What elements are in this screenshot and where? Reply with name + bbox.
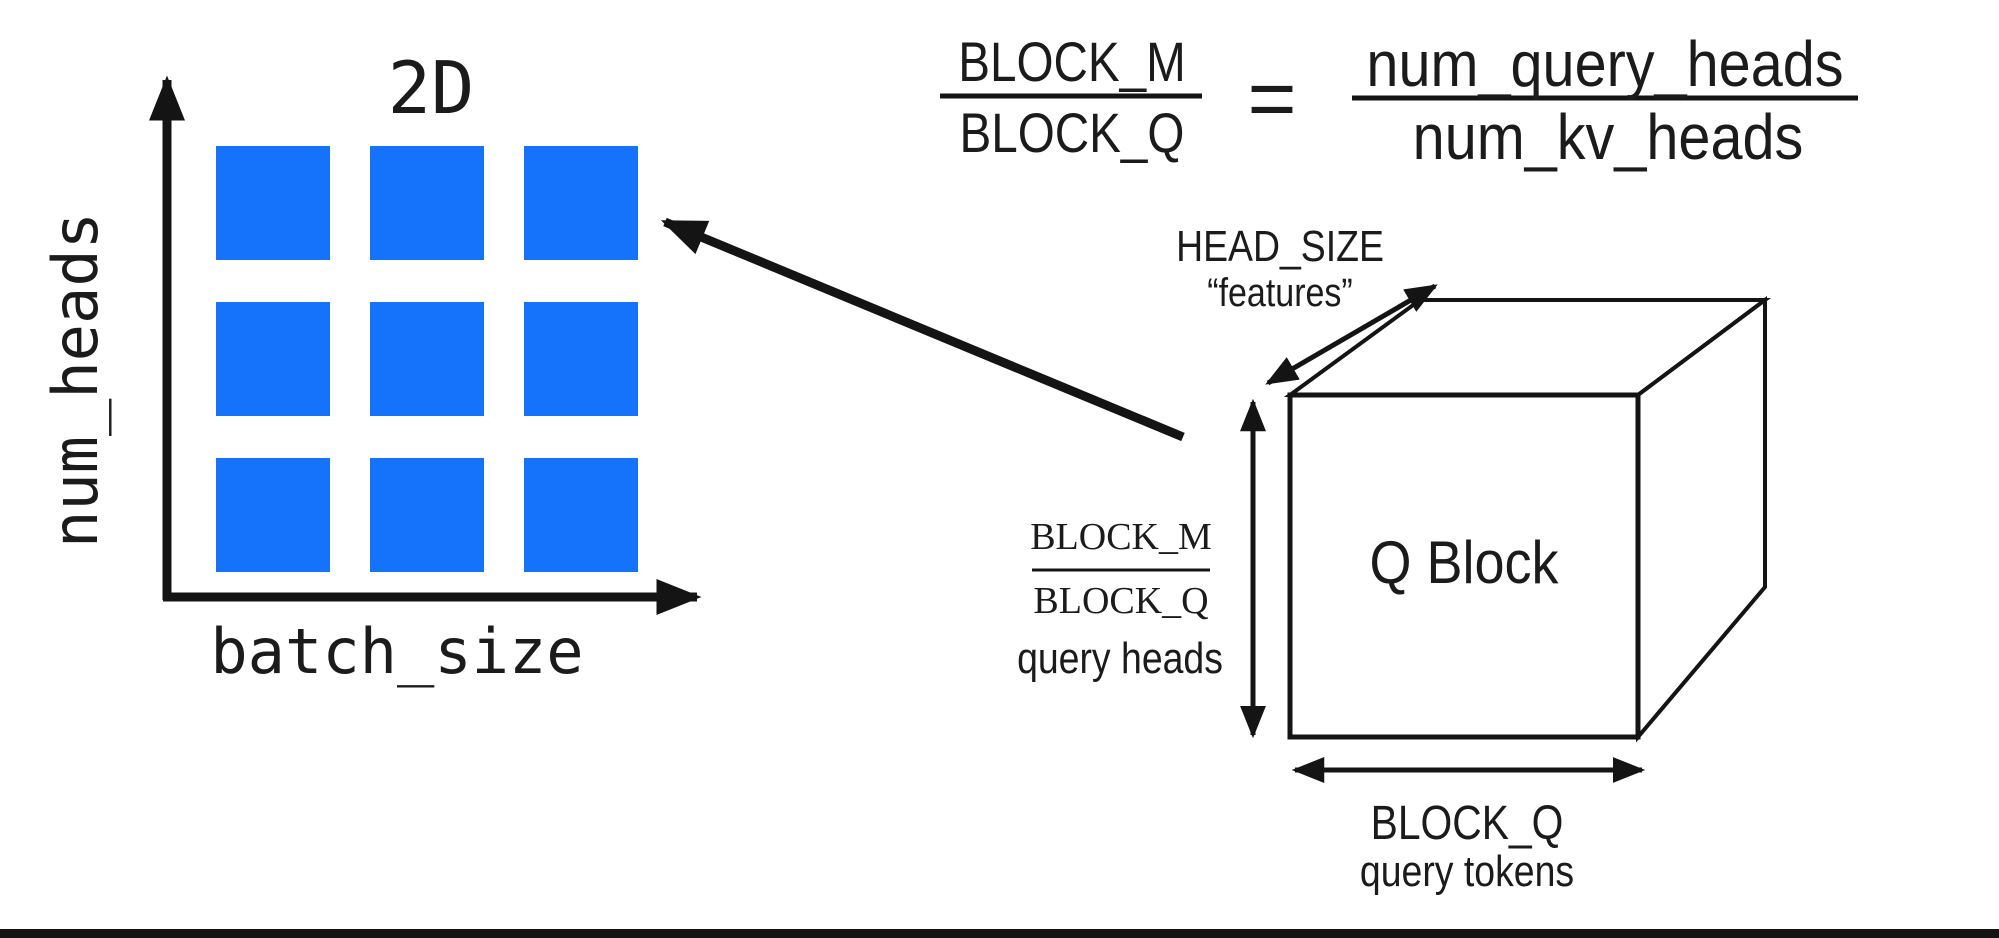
cube-to-grid-arrow xyxy=(660,217,1185,442)
grid-cells xyxy=(216,146,638,572)
cube-height-fraction-denominator: BLOCK_Q xyxy=(1033,580,1209,622)
formula-rhs-numerator: num_query_heads xyxy=(1366,28,1844,100)
grid-cell xyxy=(370,302,484,416)
cube-front-face xyxy=(1287,392,1641,740)
grid-cell xyxy=(524,302,638,416)
grid-cell xyxy=(216,146,330,260)
grid-cell xyxy=(216,302,330,416)
grid-cell xyxy=(370,458,484,572)
q-block-label: Q Block xyxy=(1369,529,1559,596)
features-label: “features” xyxy=(1207,271,1353,315)
formula-equals-sign: = xyxy=(1247,51,1297,145)
grid-cell xyxy=(216,458,330,572)
plot-title: 2D xyxy=(387,46,475,130)
x-axis-label: batch_size xyxy=(210,615,584,688)
head-size-label: HEAD_SIZE xyxy=(1176,222,1384,271)
formula-rhs-denominator: num_kv_heads xyxy=(1412,101,1804,173)
cube-height-fraction-numerator: BLOCK_M xyxy=(1030,516,1212,558)
y-axis-label: num_heads xyxy=(39,212,112,548)
grid-cell xyxy=(524,146,638,260)
block-q-width-label: BLOCK_Q xyxy=(1370,797,1564,850)
q-block-cube xyxy=(1283,296,1772,743)
formula-lhs-denominator: BLOCK_Q xyxy=(959,101,1185,164)
grid-cell xyxy=(524,458,638,572)
formula-lhs-numerator: BLOCK_M xyxy=(958,30,1186,93)
grid-cell xyxy=(370,146,484,260)
head-size-dimension-arrow xyxy=(1265,283,1438,386)
query-tokens-label: query tokens xyxy=(1359,847,1575,896)
bottom-edge-bar xyxy=(0,929,1999,938)
query-heads-label: query heads xyxy=(1017,634,1223,683)
